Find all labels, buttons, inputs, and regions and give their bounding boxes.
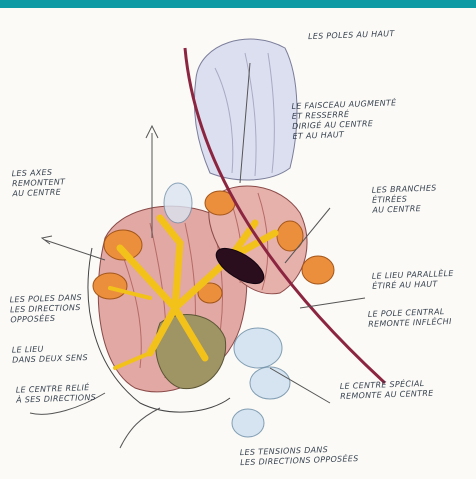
- annotation-right-2: LE LIEU PARALLÈLE ÉTIRÉ AU HAUT: [372, 268, 473, 291]
- annotation-right-3: LE POLE CENTRAL REMONTE INFLÉCHI: [368, 306, 473, 330]
- blue-circle-1: [234, 328, 282, 368]
- blue-circle-2: [250, 367, 290, 399]
- annotation-left-low: LE LIEU DANS DEUX SENS: [12, 342, 108, 365]
- annotation-lower-right: LE CENTRE SPÉCIAL REMONTE AU CENTRE: [340, 378, 451, 402]
- sketch-sheet: LES POLES AU HAUT LE FAISCEAU AUGMENTÉ E…: [0, 8, 476, 479]
- annotation-left-top: LES AXES REMONTENT AU CENTRE: [11, 167, 82, 199]
- blue-circle-3: [232, 409, 264, 437]
- blue-circle-4: [164, 183, 192, 223]
- annotation-upper-right: LE FAISCEAU AUGMENTÉ ET RESSERRÉ DIRIGÉ …: [291, 98, 402, 142]
- anatomical-sketch: [0, 8, 476, 479]
- orange-blob-5: [302, 256, 334, 284]
- top-accent-bar: [0, 0, 476, 8]
- annotation-right-1: LES BRANCHES ÉTIRÉES AU CENTRE: [372, 182, 473, 215]
- annotation-left-bottom: LE CENTRE RELIÉ À SES DIRECTIONS: [16, 382, 112, 405]
- annotation-left-mid: LES POLES DANS LES DIRECTIONS OPPOSÉES: [10, 293, 91, 326]
- orange-blob-2: [93, 273, 127, 299]
